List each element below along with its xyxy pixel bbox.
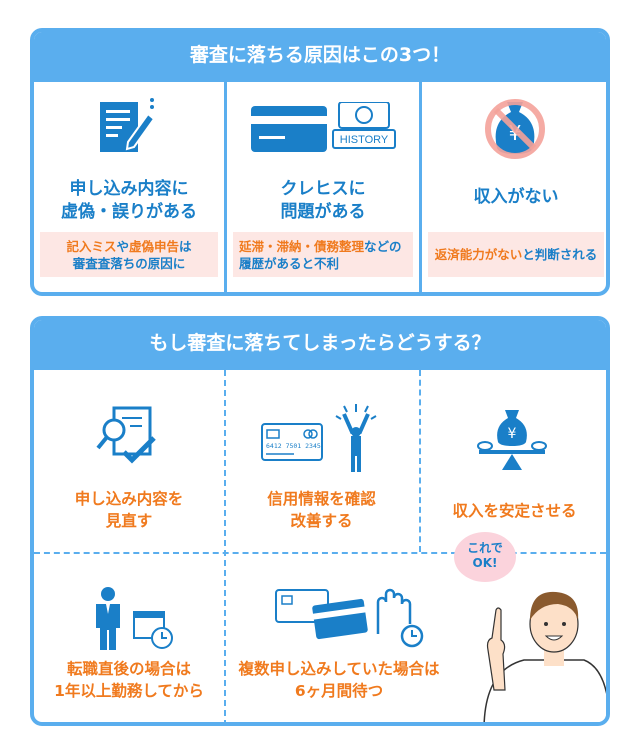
bubble-line: OK!: [472, 556, 498, 570]
solution-stable-income: ¥ 収入を安定させる: [419, 370, 606, 552]
solution-line: 1年以上勤務してから: [54, 682, 204, 700]
cause-note: 返済能力がないと判断される: [428, 232, 604, 277]
note-seg: 履歴があると不利: [239, 255, 340, 271]
solutions-title: もし審査に落ちてしまったらどうする？: [34, 320, 606, 370]
note-seg: 延滞・滞納・債務整理: [239, 238, 365, 254]
note-seg: 記入ミス: [66, 238, 117, 254]
solution-line: 転職直後の場合は: [66, 660, 191, 678]
cards-hand-clock-icon: [275, 588, 424, 648]
document-pen-icon: [100, 98, 156, 152]
solution-line: 信用情報を確認: [267, 490, 376, 508]
causes-title: 審査に落ちる原因はこの3つ！: [34, 32, 606, 82]
cause-note: 記入ミスや虚偽申告は 審査査落ちの原因に: [40, 232, 218, 277]
solution-check-credit: 6412 7501 2345 信用情報を確認改善する: [224, 370, 419, 552]
solution-review: 申し込み内容を見直す: [34, 370, 224, 552]
solution-line: 6ヶ月間待つ: [294, 682, 384, 700]
cause-title-line: 申し込み内容に: [69, 179, 189, 199]
solution-job-change: 転職直後の場合は 1年以上勤務してから: [34, 554, 224, 722]
card-person-icon: 6412 7501 2345: [261, 404, 377, 472]
cause-title-line: 虚偽・誤りがある: [61, 202, 197, 222]
solution-line: 申し込み内容を: [74, 490, 184, 508]
credit-card-history-icon: HISTORY: [251, 102, 396, 152]
note-seg: と判断される: [522, 247, 598, 262]
svg-text:HISTORY: HISTORY: [340, 134, 389, 146]
businessman-calendar-icon: [96, 587, 173, 650]
bubble-line: これで: [467, 541, 503, 555]
cause-title-line: 収入がない: [473, 187, 559, 207]
document-check-icon: [96, 406, 156, 464]
causes-panel: 審査に落ちる原因はこの3つ！ 申し込み内容に虚偽・誤りがある 記入ミスや虚偽申告…: [30, 28, 610, 296]
note-seg: や: [116, 238, 129, 254]
solution-line: 見直す: [105, 512, 153, 530]
cause-no-income: ¥ 収入がない 返済能力がないと判断される: [419, 82, 606, 292]
note-seg: 審査査落ちの原因に: [72, 255, 186, 271]
money-balance-icon: ¥: [477, 410, 547, 470]
man-pointing-icon: [483, 591, 606, 722]
cause-title-line: 問題がある: [280, 202, 366, 222]
cause-credit-history: HISTORY クレヒスに問題がある 延滞・滞納・債務整理などの 履歴があると不…: [224, 82, 419, 292]
note-seg: 虚偽申告: [129, 238, 180, 254]
note-seg: などの: [364, 238, 402, 254]
note-seg: 返済能力がない: [434, 247, 523, 262]
solution-line: 収入を安定させる: [452, 502, 577, 520]
cause-note: 延滞・滞納・債務整理などの 履歴があると不利: [233, 232, 413, 277]
svg-text:6412 7501 2345: 6412 7501 2345: [266, 442, 321, 450]
solutions-panel: もし審査に落ちてしまったらどうする？ 申し込み内容を見直す 6412 7501 …: [30, 316, 610, 726]
solution-multiple-applications: 複数申し込みしていた場合は 6ヶ月間待つ: [224, 554, 464, 722]
solution-line: 改善する: [290, 512, 353, 530]
no-money-bag-icon: ¥: [485, 99, 545, 159]
note-seg: は: [179, 238, 192, 254]
svg-text:¥: ¥: [508, 426, 517, 442]
cause-false-info: 申し込み内容に虚偽・誤りがある 記入ミスや虚偽申告は 審査査落ちの原因に: [34, 82, 224, 292]
solution-line: 複数申し込みしていた場合は: [238, 660, 440, 678]
cause-title-line: クレヒスに: [280, 179, 366, 199]
